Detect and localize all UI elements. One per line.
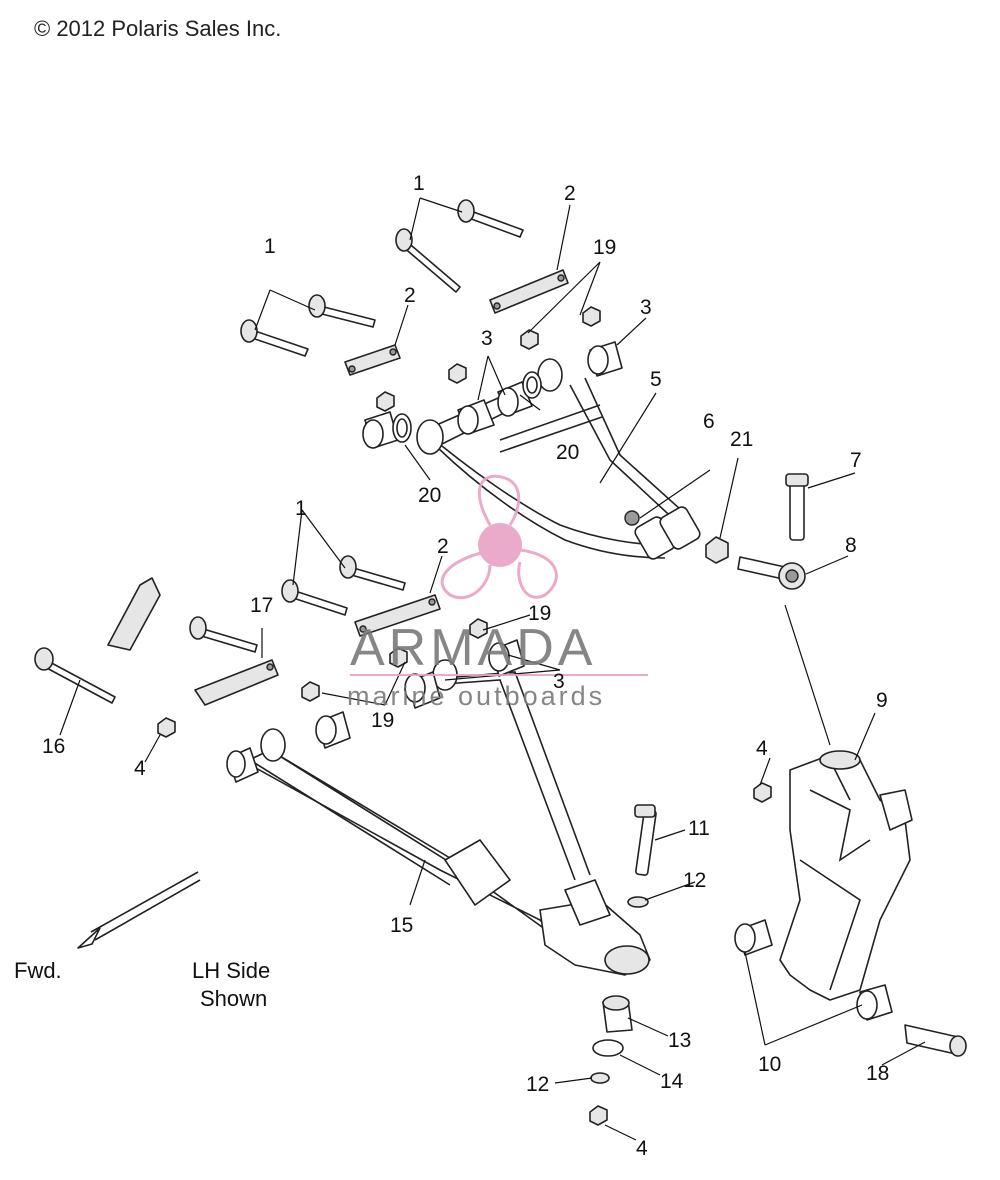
forward-arrow-icon [77,871,201,949]
ball-joint-group [705,473,809,590]
callout-5: 5 [650,368,662,391]
callout-14: 14 [660,1070,684,1093]
armada-watermark: ARMADA marine outboards [347,474,648,711]
callout-2: 2 [564,182,576,205]
callout-12: 12 [526,1073,549,1096]
callout-1: 1 [413,172,425,195]
leader-lines [59,197,926,1141]
callout-10: 10 [758,1053,781,1076]
callout-17: 17 [250,594,273,617]
callout-19: 19 [593,236,616,259]
spindle [779,750,913,1001]
callout-16: 16 [42,735,65,758]
upper-bushings [362,341,623,449]
callout-labels: 1 1 1 2 2 2 3 3 3 4 4 4 5 6 7 8 9 10 11 … [42,172,889,1160]
lower-nuts [157,618,772,1126]
callout-15: 15 [390,914,413,937]
callout-7: 7 [850,449,862,472]
watermark-brand: ARMADA [350,619,596,677]
callout-8: 8 [845,534,857,557]
upper-nuts [376,306,601,412]
callout-4: 4 [636,1137,648,1160]
lower-links [107,577,441,706]
callout-3: 3 [481,327,493,350]
watermark-tagline: marine outboards [347,681,605,711]
forward-direction-label: Fwd. [14,958,62,983]
callout-9: 9 [876,689,888,712]
callout-21: 21 [730,428,753,451]
callout-11: 11 [688,817,710,840]
callout-3: 3 [553,670,565,693]
callout-1: 1 [295,497,307,520]
upper-bolts [240,199,524,357]
side-shown-label-line1: LH Side [192,958,270,983]
callout-2: 2 [437,535,449,558]
callout-1: 1 [264,235,276,258]
callout-12: 12 [683,869,706,892]
callout-13: 13 [668,1029,691,1052]
callout-19: 19 [528,602,551,625]
lower-bushings [226,639,525,783]
callout-18: 18 [866,1062,889,1085]
callout-19: 19 [371,709,394,732]
callout-4: 4 [134,757,146,780]
copyright-text: © 2012 Polaris Sales Inc. [34,16,281,41]
lower-a-arm [244,659,651,976]
propeller-logo-icon [440,474,558,600]
upper-a-arm [416,358,701,560]
callout-20: 20 [556,441,579,464]
callout-20: 20 [418,484,441,507]
spindle-bushings [734,919,967,1057]
callout-3: 3 [640,296,652,319]
callout-6: 6 [703,410,715,433]
upper-links [344,269,569,376]
lower-ball-joint [590,804,657,1084]
side-shown-label-line2: Shown [200,986,267,1011]
callout-4: 4 [756,737,768,760]
callout-2: 2 [404,284,416,307]
